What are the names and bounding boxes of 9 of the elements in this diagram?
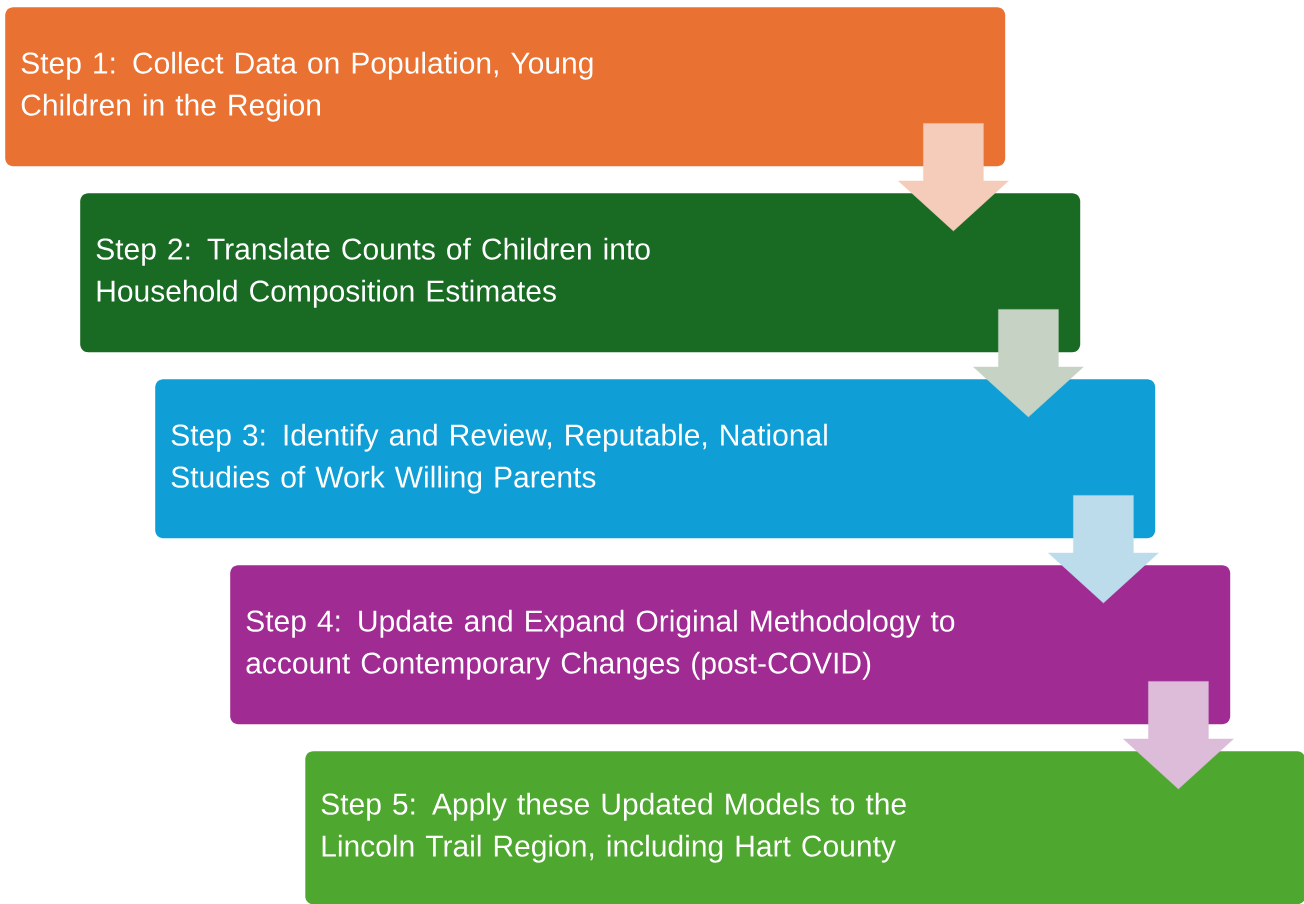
step-box: Step 3: Identify and Review, Reputable, National Studies of Work Willing Parents	[155, 379, 1156, 539]
block-arrow	[973, 309, 1084, 418]
block-arrow	[898, 123, 1009, 232]
step-box: Step 1: Collect Data on Population, Young Children in the Region	[5, 7, 1006, 167]
block-arrow	[1048, 495, 1159, 604]
step-box: Step 4: Update and Expand Original Methodology to account Contemporary Changes (post-COVID)	[230, 565, 1231, 725]
block-arrow	[1123, 681, 1234, 790]
step-box: Step 5: Apply these Updated Models to the Lincoln Trail Region, including Hart County	[305, 751, 1304, 904]
step-box: Step 2: Translate Counts of Children into Household Composition Estimates	[80, 193, 1081, 353]
